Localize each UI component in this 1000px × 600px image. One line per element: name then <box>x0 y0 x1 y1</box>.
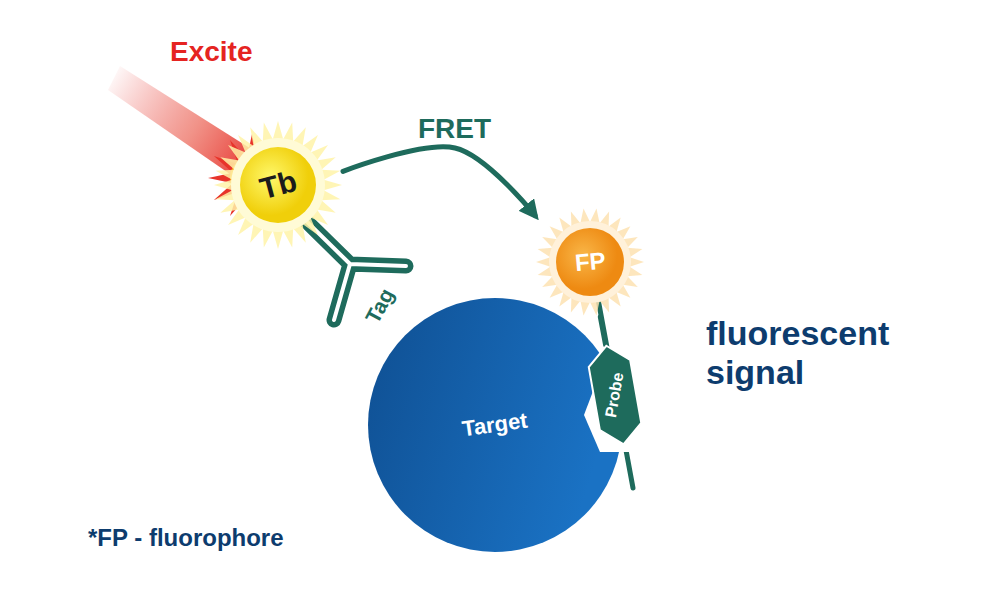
probe-linker <box>600 317 605 345</box>
node-label: FP <box>574 249 607 276</box>
signal-label: fluorescent signal <box>706 314 946 392</box>
fluorophore-circle: FP <box>535 207 645 317</box>
probe-hexagon: Probe <box>592 345 638 445</box>
glow-halo <box>231 138 325 232</box>
glow-halo <box>549 221 631 303</box>
glow-burst <box>536 208 644 315</box>
target-disc <box>368 298 622 552</box>
terbium-circle <box>240 147 316 223</box>
probe-shape <box>586 342 645 448</box>
glow-burst <box>214 121 342 249</box>
donor-circle: Tb <box>213 120 343 250</box>
tag-label: Tag <box>361 285 399 328</box>
target-protein: Target <box>368 298 622 552</box>
fluorophore-disc <box>556 228 624 296</box>
legend-note: *FP - fluorophore <box>88 524 284 552</box>
edge-label: FRET <box>418 113 491 145</box>
fret-arrow <box>343 147 535 216</box>
excite-label: Excite <box>170 36 253 68</box>
